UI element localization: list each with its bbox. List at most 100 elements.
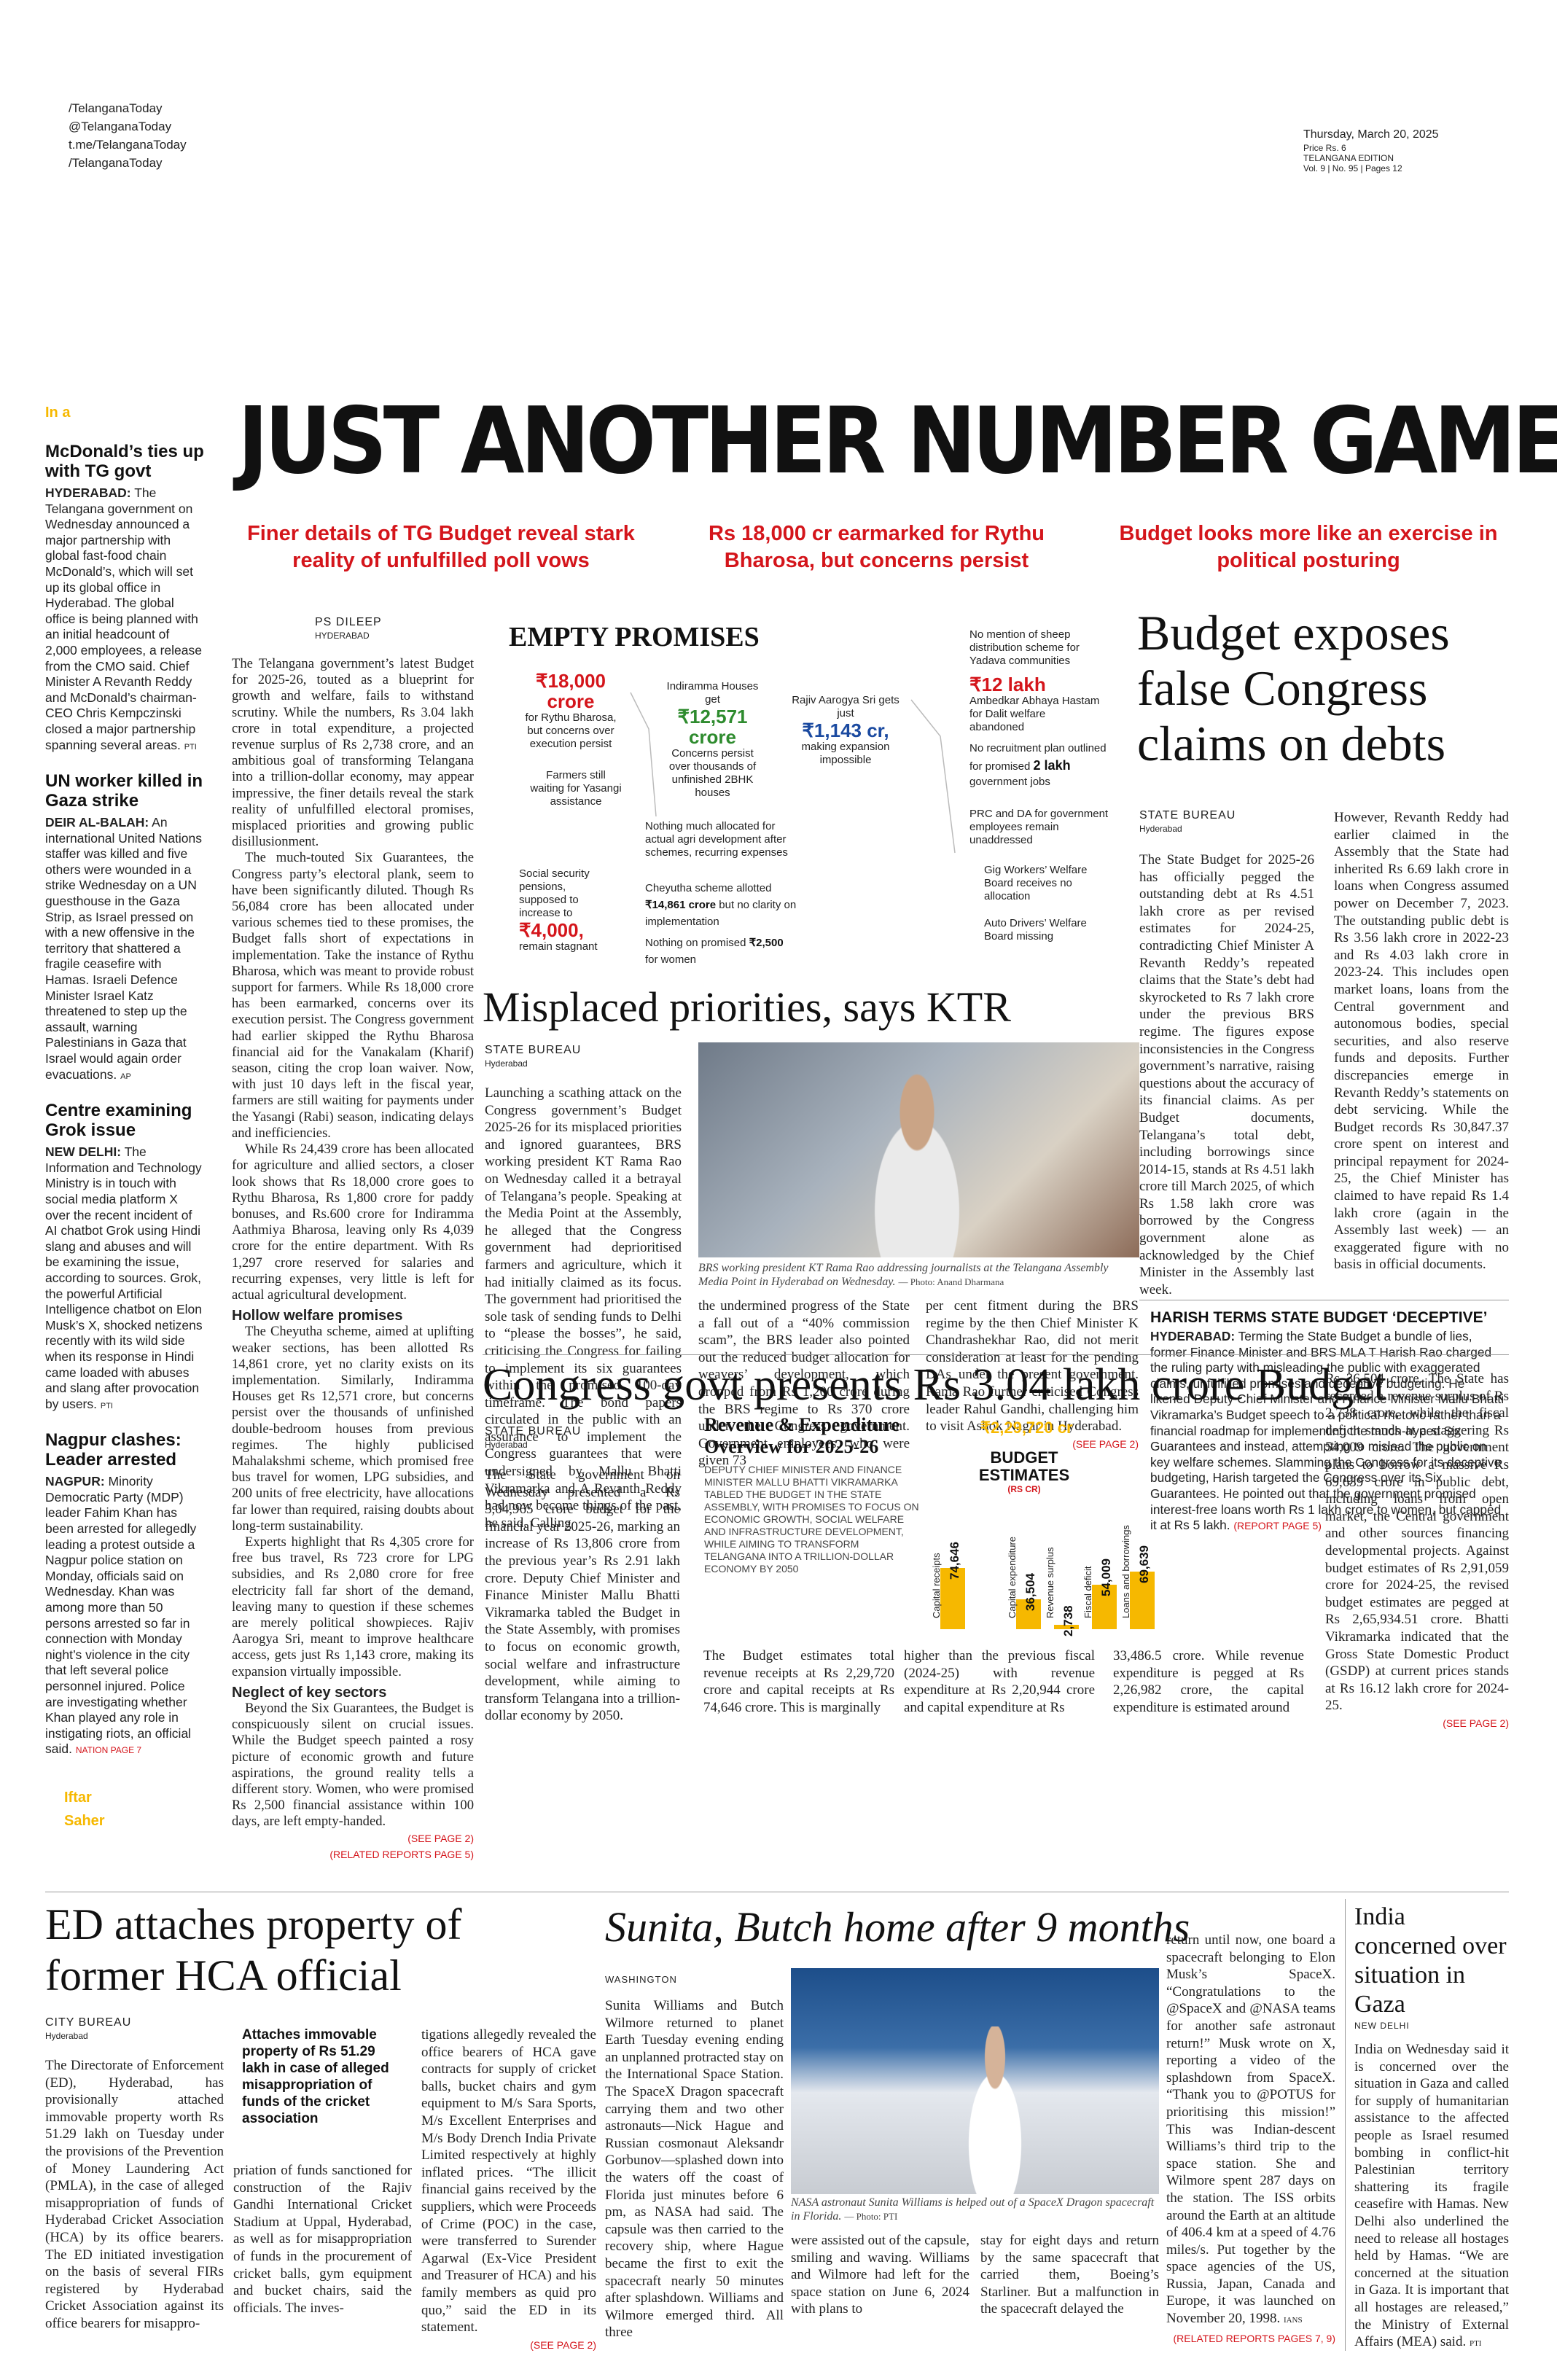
lead-headline[interactable]: JUST ANOTHER NUMBER GAME: [238, 387, 1557, 494]
lead-paragraph: While Rs 24,439 crore has been allocated…: [232, 1142, 474, 1303]
brief-body: NEW DELHI: The Information and Technolog…: [45, 1144, 203, 1411]
ktr-see-page[interactable]: (SEE PAGE 2): [1072, 1437, 1139, 1450]
sunita-col-2: were assisted out of the capsule, smilin…: [791, 2233, 969, 2317]
issue-date: Thursday, March 20, 2025: [1303, 128, 1439, 141]
brief-body: NAGPUR: Minority Democratic Party (MDP) …: [45, 1474, 197, 1757]
chart-category-label: Fiscal deficit: [1082, 1566, 1093, 1618]
sunita-related[interactable]: (RELATED REPORTS PAGES 7, 9): [1173, 2332, 1335, 2344]
lead-paragraph: Beyond the Six Guarantees, the Budget is…: [232, 1701, 474, 1830]
chart-label: BUDGET ESTIMATES (RS CR): [978, 1448, 1070, 1495]
chart-bar: [1130, 1572, 1155, 1629]
chart-bar: [940, 1567, 965, 1629]
promise-pensions: Social security pensions, supposed to in…: [519, 867, 598, 953]
promise-rythu: ₹18,000 crore for Rythu Bharosa, but con…: [525, 670, 617, 750]
harish-body: HYDERABAD: Terming the State Budget a bu…: [1150, 1329, 1505, 1533]
harish-report-page[interactable]: (REPORT PAGE 5): [1233, 1520, 1322, 1532]
promise-auto-drivers: Auto Drivers’ Welfare Board missing: [984, 917, 1087, 943]
budget-chart: Revenue & Expenditure Overview for 2025-…: [700, 1414, 1283, 1636]
debts-col-2: However, Revanth Reddy had earlier claim…: [1334, 810, 1509, 1273]
chart-value-label: 36,504: [1023, 1572, 1037, 1611]
lead-subhead: Hollow welfare promises: [232, 1308, 403, 1324]
budget-col-2: The Budget estimates total revenue recei…: [703, 1648, 894, 1715]
lead-related[interactable]: (RELATED REPORTS PAGE 5): [329, 1848, 474, 1860]
chart-bar: [1054, 1625, 1079, 1629]
harish-headline[interactable]: HARISH TERMS STATE BUDGET ‘DECEPTIVE’: [1150, 1309, 1488, 1326]
promise-ambedkar: ₹12 lakh Ambedkar Abhaya Hastam for Dali…: [969, 674, 1100, 733]
promise-women: Nothing on promised ₹2,500 for women: [645, 937, 784, 966]
sunita-photo: [791, 1968, 1159, 2194]
sunita-photo-figure: [951, 2026, 1039, 2194]
issue-volume: Vol. 9 | No. 95 | Pages 12: [1303, 163, 1402, 173]
empty-promises-graphic: EMPTY PROMISES ₹18,000 crore for Rythu B…: [503, 612, 1144, 991]
sunita-col-1: Sunita Williams and Butch Wilmore return…: [605, 1998, 784, 2341]
budget-top-rule: [483, 1354, 1509, 1355]
promise-sheep: No mention of sheep distribution scheme …: [969, 628, 1080, 667]
ktr-byline: STATE BUREAU Hyderabad: [485, 1044, 582, 1069]
lead-paragraph: Experts highlight that Rs 4,305 crore fo…: [232, 1534, 474, 1679]
debts-byline: STATE BUREAU Hyderabad: [1139, 809, 1236, 834]
ed-pullquote: Attaches immovable property of Rs 51.29 …: [242, 2027, 389, 2126]
saher-label: Saher: [64, 1813, 105, 1829]
chart-bar: [1092, 1584, 1117, 1629]
lead-kicker-3: Budget looks more like an exercise in po…: [1119, 522, 1498, 572]
brief-item: Centre examining Grok issue NEW DELHI: T…: [45, 1101, 204, 1414]
sunita-col-3: stay for eight days and return by the sa…: [980, 2233, 1159, 2317]
brief-headline[interactable]: Centre examining Grok issue: [45, 1101, 192, 1141]
ktr-caption: BRS working president KT Rama Rao addres…: [698, 1262, 1109, 1288]
lead-see-page[interactable]: (SEE PAGE 2): [407, 1832, 474, 1844]
ktr-photo-figure: [851, 1072, 983, 1257]
brief-item: UN worker killed in Gaza strike DEIR AL-…: [45, 771, 204, 1085]
lead-kicker-2: Rs 18,000 cr earmarked for Rythu Bharosa…: [709, 522, 1045, 572]
promise-gig-workers: Gig Workers’ Welfare Board receives no a…: [984, 864, 1088, 902]
ed-headline[interactable]: ED attaches property of former HCA offic…: [45, 1900, 462, 1999]
promise-cheyutha: Cheyutha scheme allotted ₹14,861 crore b…: [645, 882, 797, 928]
debts-headline[interactable]: Budget exposes false Congress claims on …: [1137, 605, 1450, 771]
issue-edition: TELANGANA EDITION: [1303, 153, 1394, 163]
budget-col-3: higher than the previous fiscal (2024-25…: [904, 1648, 1095, 1715]
promise-jobs: No recruitment plan outlined for promise…: [969, 742, 1107, 788]
ed-see-page[interactable]: (SEE PAGE 2): [530, 2338, 596, 2351]
brief-item: Nagpur clashes: Leader arrested NAGPUR: …: [45, 1430, 204, 1759]
lead-paragraph: The Cheyutha scheme, aimed at uplifting …: [232, 1324, 474, 1534]
chart-category-label: Capital expenditure: [1007, 1536, 1018, 1618]
gaza-byline: NEW DELHI: [1354, 2021, 1410, 2031]
empty-promises-title: EMPTY PROMISES: [509, 622, 760, 652]
lead-byline: PS DILEEP HYDERABAD: [315, 616, 382, 641]
chart-top-value: ₹2,29,720 cr: [980, 1419, 1073, 1437]
budget-see-page[interactable]: (SEE PAGE 2): [1443, 1717, 1509, 1729]
sunita-headline[interactable]: Sunita, Butch home after 9 months: [605, 1903, 1190, 1951]
lead-kicker-1: Finer details of TG Budget reveal stark …: [247, 522, 635, 572]
briefs-column: In a McDonald’s ties up with TG govt HYD…: [45, 405, 204, 1759]
social-twitter[interactable]: @TelanganaToday: [69, 120, 172, 133]
brief-body: DEIR AL-BALAH: An international United N…: [45, 815, 202, 1082]
ktr-headline[interactable]: Misplaced priorities, says KTR: [483, 983, 1011, 1031]
ed-byline: CITY BUREAU Hyderabad: [45, 2016, 132, 2041]
ktr-col-1: Launching a scathing attack on the Congr…: [485, 1085, 682, 1531]
budget-col-5: Rs 36,504 crore. The State has recorded …: [1325, 1371, 1509, 1729]
promise-prc-da: PRC and DA for government employees rema…: [969, 808, 1109, 846]
masthead-meta: Thursday, March 20, 2025 Price Rs. 6 TEL…: [1303, 128, 1493, 173]
budget-headline[interactable]: Congress govt presents Rs 3.04 lakh cror…: [483, 1360, 1386, 1410]
lead-story-body: The Telangana government’s latest Budget…: [232, 656, 474, 1862]
chart-value-label: 54,009: [1099, 1558, 1113, 1596]
budget-col-4: 33,486.5 crore. While revenue expenditur…: [1113, 1648, 1304, 1715]
sunita-byline: WASHINGTON: [605, 1974, 677, 1985]
brief-headline[interactable]: McDonald’s ties up with TG govt: [45, 442, 204, 481]
masthead-social: /TelanganaToday @TelanganaToday t.me/Tel…: [69, 99, 187, 172]
social-telegram[interactable]: t.me/TelanganaToday: [69, 138, 187, 152]
iftar-label: Iftar: [64, 1790, 92, 1806]
brief-headline[interactable]: UN worker killed in Gaza strike: [45, 771, 203, 811]
budget-col-1: The State government on Wednesday presen…: [485, 1467, 680, 1724]
chart-subtitle: DEPUTY CHIEF MINISTER AND FINANCE MINIST…: [704, 1464, 919, 1575]
chart-value-label: 74,646: [948, 1541, 961, 1580]
promise-agri: Nothing much allocated for actual agri d…: [645, 820, 788, 859]
chart-category-label: Loans and borrowings: [1120, 1525, 1131, 1618]
ed-col-3: tigations allegedly revealed the office …: [421, 2027, 596, 2351]
social-facebook[interactable]: /TelanganaToday: [69, 101, 163, 115]
gaza-headline[interactable]: India concerned over situation in Gaza: [1354, 1903, 1507, 2018]
chart-value-label: 2,738: [1061, 1605, 1075, 1636]
brief-headline[interactable]: Nagpur clashes: Leader arrested: [45, 1430, 182, 1470]
social-instagram[interactable]: /TelanganaToday: [69, 156, 163, 170]
chart-bar: [1016, 1599, 1041, 1629]
